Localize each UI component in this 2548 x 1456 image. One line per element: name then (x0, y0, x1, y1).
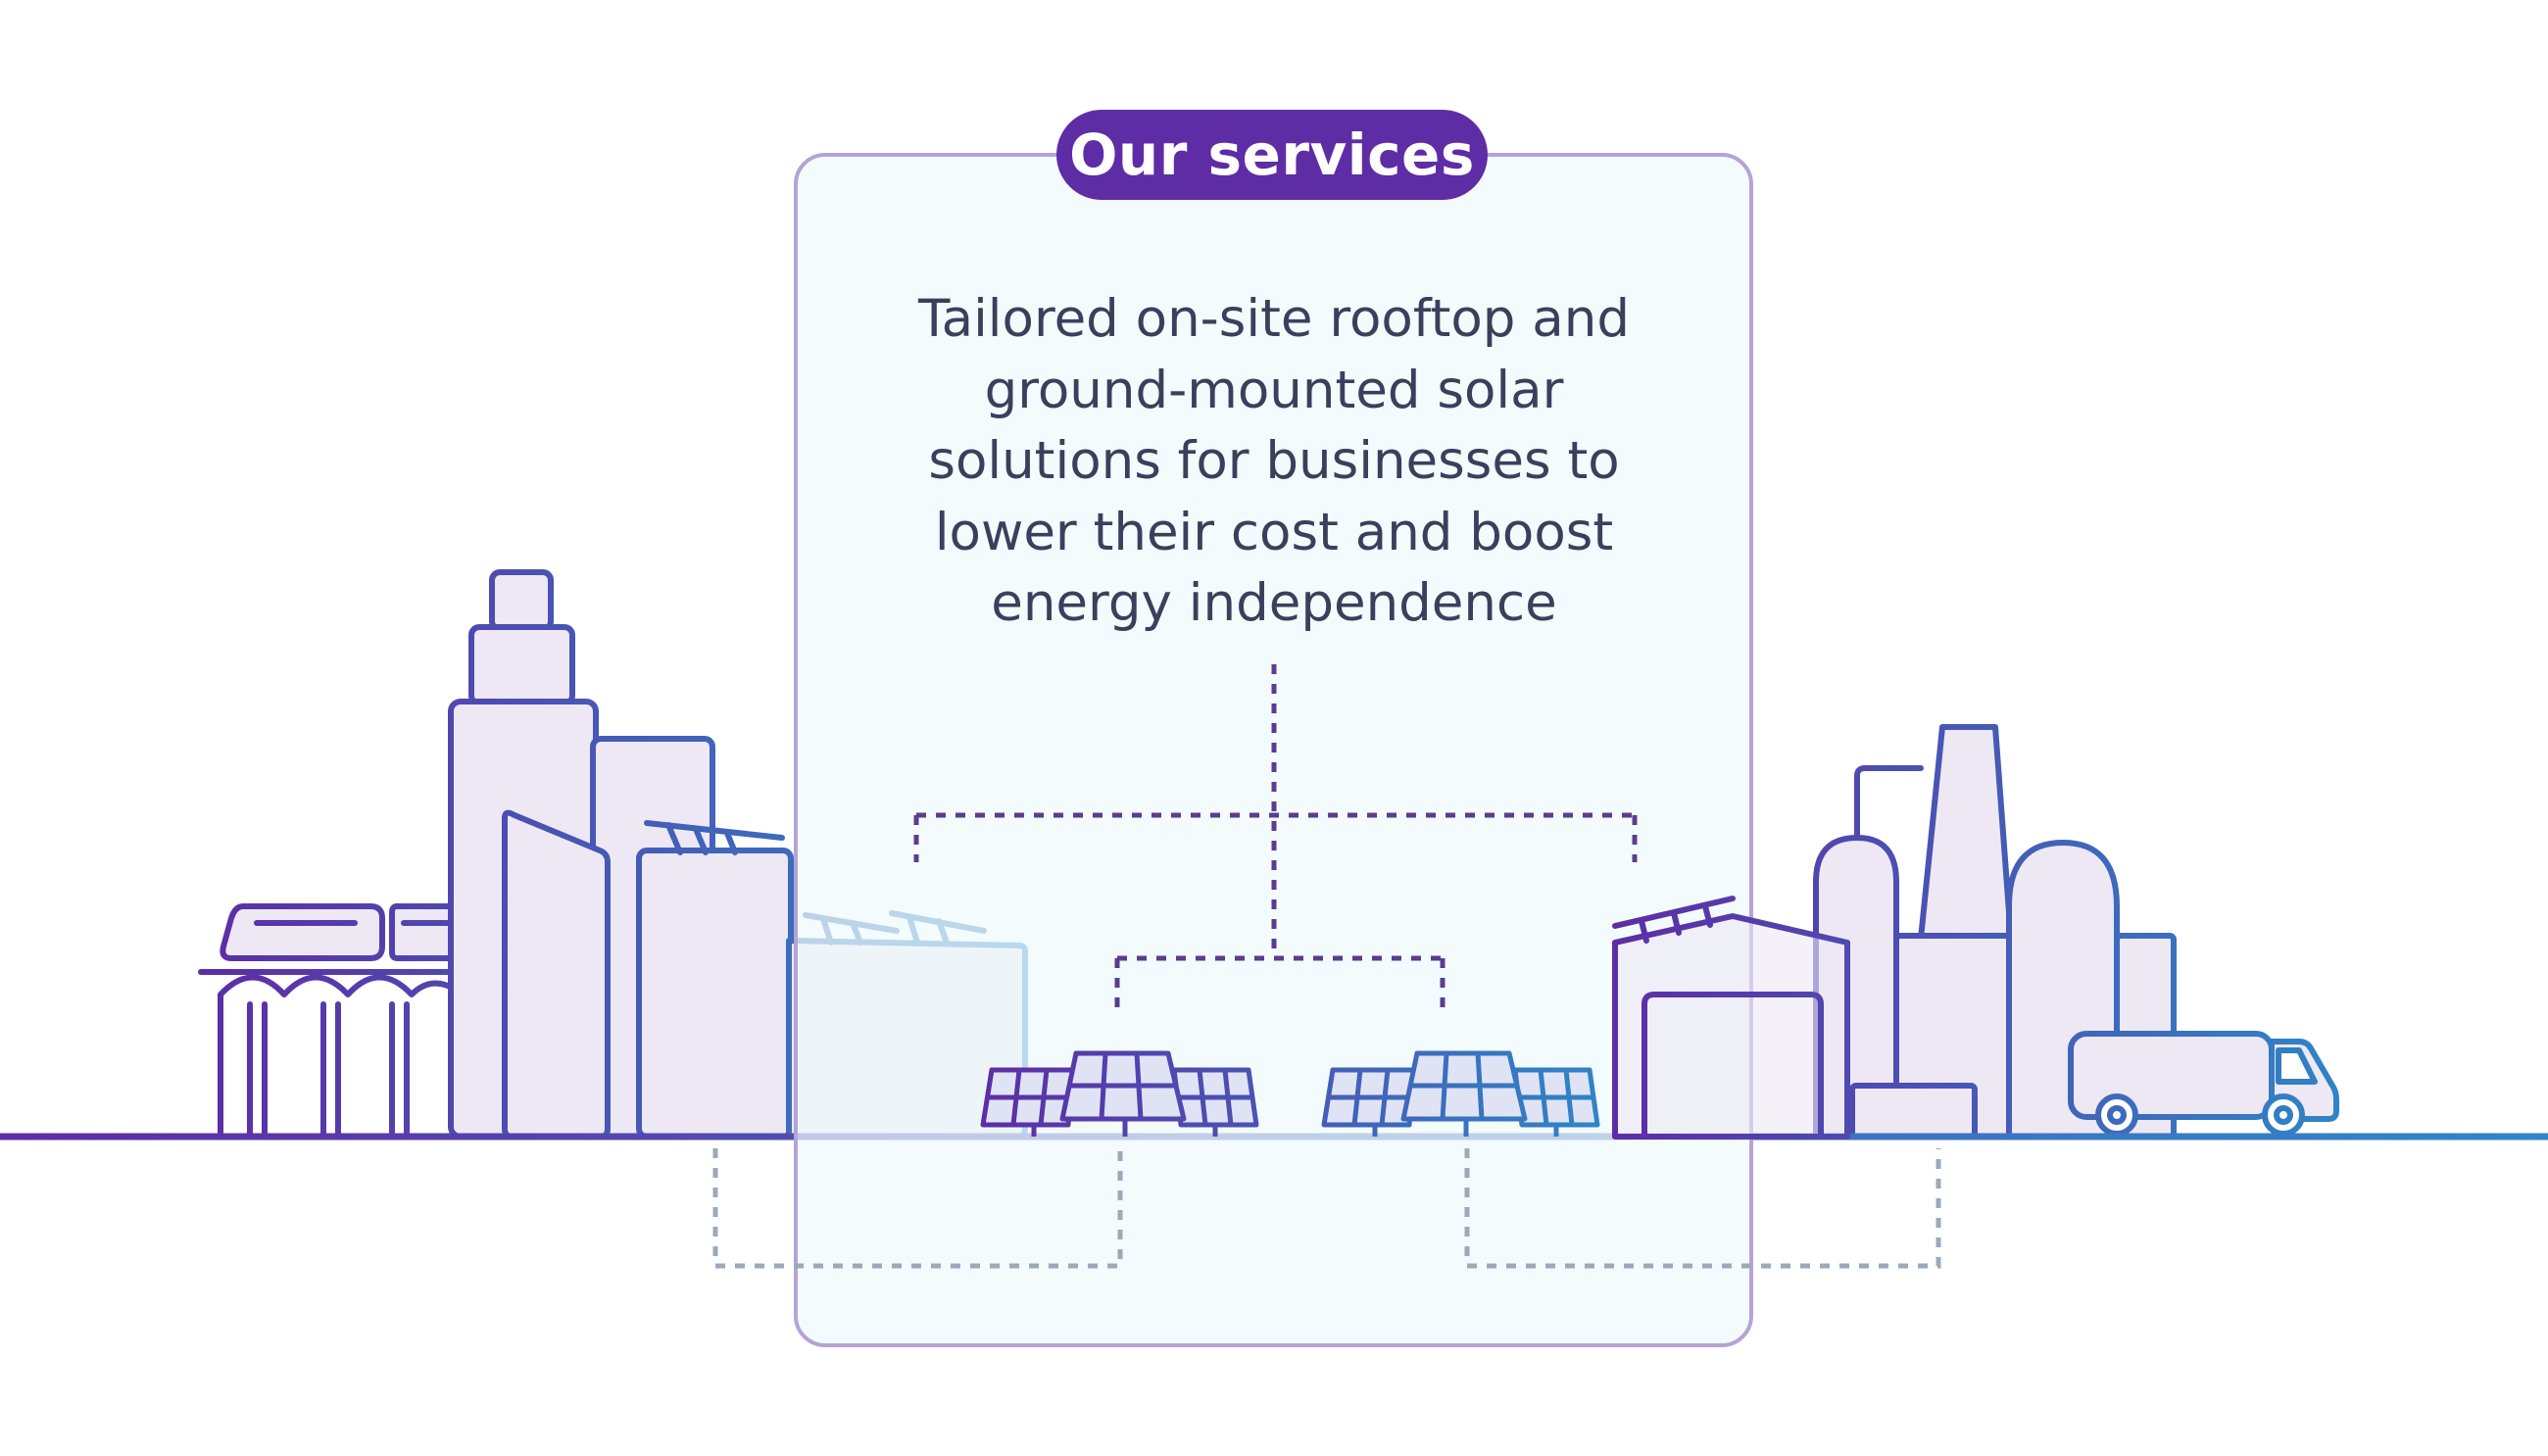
page-title: Our services (1069, 121, 1475, 188)
description-line: Tailored on-site rooftop and (917, 289, 1630, 349)
description-line: lower their cost and boost (934, 502, 1614, 562)
solar-arrays (980, 1050, 1600, 1137)
description-line: energy independence (991, 573, 1557, 633)
underground-connectors (712, 1148, 1941, 1269)
delivery-truck-icon (2068, 1031, 2339, 1137)
right-buildings (1813, 724, 2339, 1140)
hangar-rooftop-solar-icon (1612, 896, 1850, 1140)
description-line: solutions for businesses to (928, 431, 1620, 491)
connector-tree (913, 664, 1638, 1009)
solar-panel-array-icon (1321, 1050, 1600, 1137)
services-description: Tailored on-site rooftop and ground-moun… (833, 284, 1715, 640)
description-line: ground-mounted solar (984, 360, 1564, 420)
services-title-badge: Our services (1056, 110, 1488, 200)
solar-panel-array-icon (980, 1050, 1259, 1137)
monorail-bridge (198, 969, 464, 1138)
monorail-train-icon (220, 903, 464, 961)
rooftop-solar-building-icon (636, 820, 794, 1140)
